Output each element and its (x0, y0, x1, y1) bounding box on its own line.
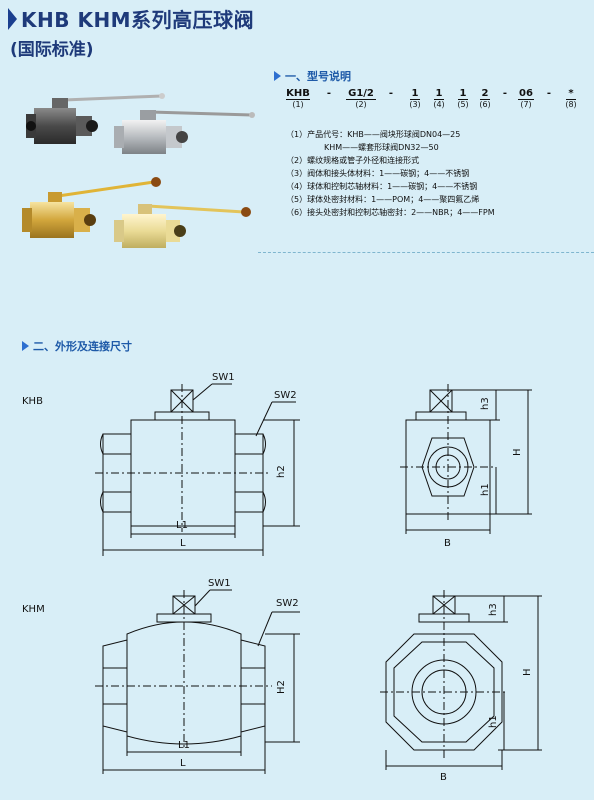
model-underline (518, 99, 534, 100)
khm-side-view (380, 590, 542, 770)
model-code: * (568, 88, 574, 99)
title-marker-icon (8, 7, 17, 30)
khb-l-label: L (180, 538, 186, 549)
model-code: 06 (519, 88, 533, 99)
khm-B-label: B (440, 772, 447, 783)
khb-H-label: H (512, 448, 523, 456)
title-row: KHB KHM系列高压球阀 (8, 4, 254, 33)
desc-line: KHM——螺套形球阀DN32—50 (324, 143, 439, 152)
khm-sw1-label: SW1 (208, 578, 231, 589)
khm-h3-label: h3 (488, 603, 499, 616)
section-model-title: 一、型号说明 (285, 70, 351, 83)
model-underline (458, 99, 468, 100)
valve-gold (22, 177, 161, 238)
model-code: - (388, 88, 394, 99)
khb-sw2-label: SW2 (274, 390, 297, 401)
khb-h1-label: h1 (480, 483, 491, 496)
model-index: (3) (409, 100, 421, 109)
khm-front-view (95, 589, 300, 774)
valve-silver (114, 110, 255, 154)
model-underline (434, 99, 444, 100)
desc-line: （4）球体和控制芯轴材料：1——碳钢；4——不锈钢 (286, 182, 478, 191)
khb-label: KHB (22, 396, 43, 407)
model-underline (346, 99, 376, 100)
khm-H2-label: H2 (276, 680, 287, 694)
dimension-drawings: KHB KHM SW1 SW2 h2 L1 L h3 h1 H B SW1 SW… (22, 372, 542, 783)
desc-line: （1）产品代号：KHB——阀块形球阀DN04—25 (286, 130, 461, 139)
model-index: (6) (479, 100, 491, 109)
model-code: KHB (286, 88, 310, 99)
khb-sw1-label: SW1 (212, 372, 235, 383)
model-underline (286, 99, 310, 100)
khm-H-label: H (522, 668, 533, 676)
model-code: 1 (459, 88, 467, 99)
desc-line: （3）阀体和接头体材料：1——碳钢；4——不锈钢 (286, 169, 470, 178)
ball-valve-illustrations (22, 93, 255, 248)
model-index: (8) (565, 100, 577, 109)
model-underline (410, 99, 420, 100)
khb-h3-label: h3 (480, 397, 491, 410)
model-code: - (546, 88, 552, 99)
section-model-heading: 一、型号说明 (274, 68, 351, 84)
model-index: (2) (355, 100, 367, 109)
model-index: (7) (520, 100, 532, 109)
desc-line: （6）接头处密封和控制芯轴密封：2——NBR；4——FPM (286, 208, 495, 217)
model-code: 1 (411, 88, 419, 99)
model-code-row: KHB - G1/2 - 1 1 1 2 - 06 - * (1) (2) (3… (286, 88, 586, 114)
model-code: - (326, 88, 332, 99)
model-code: 1 (435, 88, 443, 99)
page-title: KHB KHM系列高压球阀 (21, 8, 255, 32)
khm-h1-label: h1 (488, 715, 499, 728)
desc-line: （2）螺纹规格或管子外径和连接形式 (286, 156, 420, 165)
model-code: - (502, 88, 508, 99)
khm-label: KHM (22, 604, 45, 615)
model-underline (566, 99, 576, 100)
khm-l1-label: L1 (178, 740, 190, 751)
model-index: (1) (292, 100, 304, 109)
model-code: G1/2 (348, 88, 374, 99)
section-dimensions-heading: 二、外形及连接尺寸 (22, 338, 132, 354)
khb-B-label: B (444, 538, 451, 549)
khb-side-view (400, 384, 532, 534)
khm-l-label: L (180, 758, 186, 769)
model-underline (480, 99, 490, 100)
product-photos (22, 80, 262, 260)
model-code: 2 (481, 88, 489, 99)
section-bullet-icon (274, 71, 281, 81)
model-index: (5) (457, 100, 469, 109)
khm-sw2-label: SW2 (276, 598, 299, 609)
section-divider (258, 252, 594, 253)
section-dimensions-title: 二、外形及连接尺寸 (33, 340, 132, 353)
page-header: KHB KHM系列高压球阀 (国际标准) (8, 4, 254, 60)
page-subtitle: (国际标准) (10, 40, 94, 60)
khb-l1-label: L1 (176, 520, 188, 531)
section-bullet-icon (22, 341, 29, 351)
khb-h2-label: h2 (276, 465, 287, 478)
khb-front-view (95, 383, 300, 556)
model-index: (4) (433, 100, 445, 109)
desc-line: （5）球体处密封材料：1——POM；4——聚四氟乙烯 (286, 195, 480, 204)
model-descriptions: （1）产品代号：KHB——阀块形球阀DN04—25 KHM——螺套形球阀DN32… (286, 128, 495, 219)
valve-cream (114, 204, 251, 248)
valve-dark (26, 93, 165, 144)
